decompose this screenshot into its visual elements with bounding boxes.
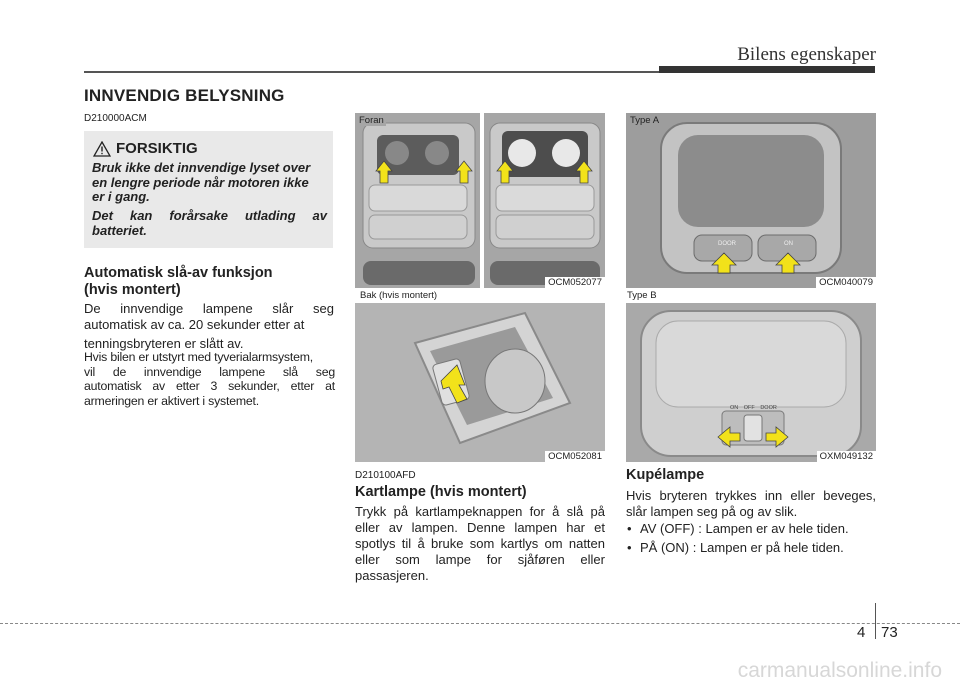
switch-on-label: ON: [730, 405, 739, 411]
warning-line: Det kan forårsake utlading av: [92, 208, 327, 223]
warning-text-2: Det kan forårsake utlading av batteriet.: [92, 208, 327, 238]
rear-figure-label: Bak (hvis montert): [360, 290, 438, 301]
type-b-label: Type B: [627, 290, 657, 301]
map-lamp-code: D210100AFD: [355, 470, 416, 481]
warning-title: FORSIKTIG: [116, 140, 198, 157]
text-line: passasjeren.: [355, 568, 429, 583]
page-number-separator: [875, 603, 876, 639]
map-lamp-lit-illustration: [484, 113, 605, 288]
list-item: •PÅ (ON) : Lampen er på hele tiden.: [627, 540, 844, 555]
text-line: tenningsbryteren er slått av.: [84, 336, 244, 351]
type-a-lamp-illustration: [626, 113, 876, 288]
rear-lamp-illustration: [355, 303, 605, 462]
warning-box: FORSIKTIG Bruk ikke det innvendige lyset…: [84, 131, 333, 248]
auto-off-paragraph-1: De innvendige lampene slår seg automatis…: [84, 301, 334, 352]
map-lamp-illustration: [355, 113, 480, 288]
switch-off-label: OFF: [743, 405, 755, 411]
header-bar: [659, 66, 875, 73]
page-number: 73: [881, 624, 898, 641]
map-lamp-paragraph: Trykk på kartlampeknappen for å slå på e…: [355, 504, 605, 584]
type-a-code: OCM040079: [816, 277, 876, 288]
warning-line: batteriet.: [92, 222, 147, 238]
text-line: vil de innvendige lampene slå seg: [84, 364, 335, 379]
text-line: eller som lampe for sjåføren eller: [355, 552, 605, 567]
on-button-label: ON: [784, 241, 793, 247]
type-b-code: OXM049132: [816, 451, 876, 462]
header-rule: [84, 71, 659, 73]
text-line: Trykk på kartlampeknappen for å slå på: [355, 504, 605, 519]
dome-lamp-paragraph: Hvis bryteren trykkes inn eller beveges,…: [626, 488, 876, 520]
warning-line: Bruk ikke det innvendige lyset over: [92, 160, 311, 175]
rear-lamp-photo: OCM052081: [355, 303, 605, 462]
door-button-label: DOOR: [718, 241, 736, 247]
map-lamp-heading: Kartlampe (hvis montert): [355, 484, 527, 500]
text-line: De innvendige lampene slår seg: [84, 301, 334, 316]
section-code: D210000ACM: [84, 113, 147, 124]
section-title: INNVENDIG BELYSNING: [84, 86, 285, 105]
switch-door-label: DOOR: [760, 405, 777, 411]
front-map-lamp-photo-right: OCM052077: [484, 113, 605, 288]
footer-dashed-line: [0, 623, 960, 624]
switch-labels: ON OFF DOOR: [730, 405, 777, 411]
text-line: automatisk av ca. 20 sekunder etter at: [84, 317, 305, 332]
auto-off-heading: Automatisk slå-av funksjon (hvis montert…: [84, 265, 334, 299]
type-b-dome-lamp-photo: ON OFF DOOR OXM049132: [626, 303, 876, 462]
dome-lamp-heading: Kupélampe: [626, 467, 705, 483]
front-map-lamp-photo-left: Foran: [355, 113, 480, 288]
rear-figure-code: OCM052081: [545, 451, 605, 462]
text-line: Hvis bilen er utstyrt med tyverialarmsys…: [84, 350, 313, 364]
text-line: armeringen er aktivert i systemet.: [84, 393, 259, 408]
text-line: spotlys til å bruke som kartlys om natte…: [355, 536, 605, 551]
list-item-text: AV (OFF) : Lampen er av hele tiden.: [640, 521, 849, 536]
chapter-number: 4: [857, 624, 866, 641]
type-a-label: Type A: [628, 115, 662, 126]
list-item: •AV (OFF) : Lampen er av hele tiden.: [627, 521, 849, 536]
warning-line: er i gang.: [92, 189, 150, 204]
warning-text-1: Bruk ikke det innvendige lyset over en l…: [92, 160, 327, 205]
front-figure-code: OCM052077: [545, 277, 605, 288]
warning-line: en lengre periode når motoren ikke: [92, 174, 309, 190]
warning-triangle-icon: [93, 141, 111, 157]
dome-lamp-list: •AV (OFF) : Lampen er av hele tiden. •PÅ…: [626, 521, 876, 556]
text-line: Hvis bryteren trykkes inn eller beveges,: [626, 488, 876, 503]
text-line: eller av lampen. Denne lampen har et: [355, 520, 605, 535]
type-a-dome-lamp-photo: DOOR ON Type A OCM040079: [626, 113, 876, 288]
type-b-lamp-illustration: [626, 303, 876, 462]
auto-off-paragraph-2: Hvis bilen er utstyrt med tyverialarmsys…: [84, 350, 335, 408]
watermark: carmanualsonline.info: [737, 659, 942, 682]
text-line: slår lampen seg på og av slik.: [626, 504, 798, 519]
heading-line: Automatisk slå-av funksjon: [84, 265, 273, 281]
list-item-text: PÅ (ON) : Lampen er på hele tiden.: [640, 540, 844, 555]
front-figure-label: Foran: [357, 115, 386, 126]
running-header-title: Bilens egenskaper: [737, 44, 876, 65]
heading-line: (hvis montert): [84, 282, 181, 298]
text-line: automatisk av etter 3 sekunder, etter at: [84, 379, 335, 393]
